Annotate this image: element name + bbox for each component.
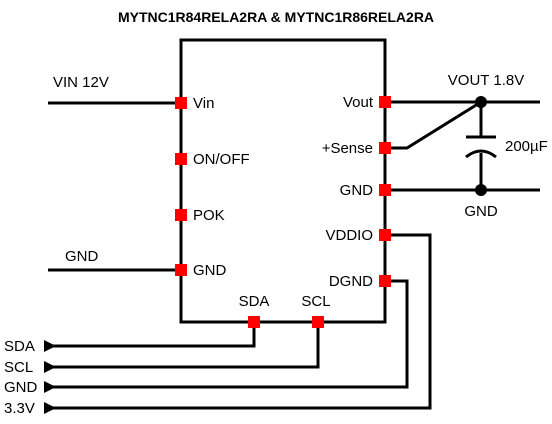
gnd-left-label: GND: [65, 248, 99, 265]
pin-on-off: [175, 153, 187, 165]
gnd-bus-wire: [48, 279, 409, 389]
pin-label-dgnd: DGND: [329, 273, 373, 290]
sense-wire: [385, 100, 482, 150]
pin-label-sda: SDA: [239, 293, 270, 310]
pin-gnd-right: [379, 184, 391, 196]
scl-arrow-icon: [44, 361, 56, 373]
3v3-arrow-icon: [44, 402, 56, 414]
diagram-title: MYTNC1R84RELA2RA & MYTNC1R86RELA2RA: [118, 9, 434, 25]
cap-plate-bottom: [465, 149, 497, 159]
module-body: [179, 38, 387, 324]
pin-label-gnd-left: GND: [193, 262, 227, 279]
pin-dgnd: [379, 275, 391, 287]
gnd-right-label: GND: [464, 203, 498, 220]
pin-vout: [379, 96, 391, 108]
pin-label-vin: Vin: [193, 95, 214, 112]
pin-label-gnd-right: GND: [340, 182, 374, 199]
sda-arrow-icon: [44, 340, 56, 352]
pin-vddio: [379, 229, 391, 241]
pin-label-vddio: VDDIO: [325, 227, 373, 244]
bus-label-3v3: 3.3V: [4, 400, 35, 417]
sda-bus-wire: [48, 322, 256, 348]
scl-bus-wire: [48, 322, 320, 369]
bus-label-gnd: GND: [4, 379, 38, 396]
cap-value-label: 200µF: [505, 138, 548, 155]
pin-gnd-left: [175, 264, 187, 276]
gnd-arrow-icon: [44, 381, 56, 393]
gnd-junction-dot: [475, 184, 487, 196]
vout-junction-dot: [475, 96, 487, 108]
pin-label-vout: Vout: [343, 94, 374, 111]
3v3-bus-wire: [48, 233, 432, 410]
bus-label-sda: SDA: [4, 338, 35, 355]
pin-sda: [248, 316, 260, 328]
pin-label-on-off: ON/OFF: [193, 151, 250, 168]
pin-vin: [175, 97, 187, 109]
pin-label-scl: SCL: [301, 293, 330, 310]
vout-label: VOUT 1.8V: [448, 72, 524, 89]
bus-label-scl: SCL: [4, 359, 33, 376]
pin-pok: [175, 209, 187, 221]
pin-sense: [379, 142, 391, 154]
pin-label-pok: POK: [193, 207, 225, 224]
pin-scl: [312, 316, 324, 328]
vin-label: VIN 12V: [53, 74, 109, 91]
pin-label-sense: +Sense: [322, 140, 373, 157]
